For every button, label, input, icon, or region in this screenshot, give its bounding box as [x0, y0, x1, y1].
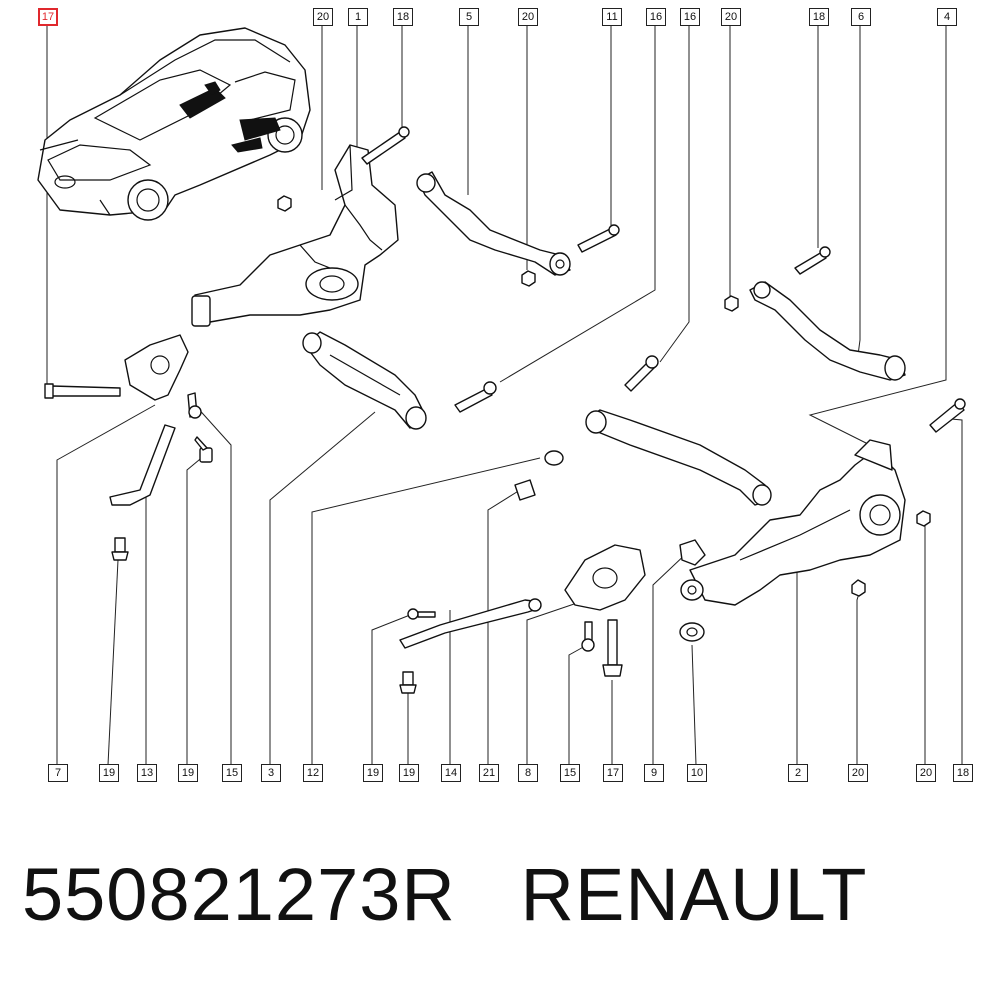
- part-9-bump-stop: [679, 539, 706, 601]
- part-20-nut-upper: [521, 270, 536, 287]
- callout-6: 6: [851, 8, 871, 26]
- part-19-bolt-mid-b: [399, 671, 417, 694]
- leader-lines: [46, 25, 963, 766]
- callout-7: 7: [48, 764, 68, 782]
- callout-19: 19: [363, 764, 383, 782]
- part-20-nut-right: [724, 295, 739, 312]
- callout-20: 20: [916, 764, 936, 782]
- brand-name: RENAULT: [520, 853, 868, 936]
- part-19-bolt-mid-a: [407, 608, 436, 620]
- part-18-bolt-right-lower: [929, 398, 966, 433]
- part-8-bracket: [564, 544, 646, 611]
- part-17-bolt-mid: [602, 619, 623, 677]
- part-5-upper-link: [416, 171, 571, 276]
- part-20-nut-lower-b: [916, 510, 931, 527]
- part-10-washer: [679, 622, 705, 642]
- callout-16: 16: [646, 8, 666, 26]
- part-19-bolt-left-b: [111, 537, 129, 561]
- part-15-bolt-mid: [581, 621, 595, 652]
- callout-13: 13: [137, 764, 157, 782]
- part-3-lateral-arm: [302, 331, 427, 430]
- callout-19: 19: [178, 764, 198, 782]
- part-1-lower-arm-assembly: [191, 144, 399, 327]
- callout-20: 20: [518, 8, 538, 26]
- callout-17: 17: [603, 764, 623, 782]
- part-13-link-rod: [109, 424, 176, 506]
- part-6-upper-arm-right: [749, 281, 906, 381]
- part-17-long-bolt: [44, 383, 121, 399]
- callout-9: 9: [644, 764, 664, 782]
- part-20-nut-lower-a: [851, 579, 866, 597]
- callout-14: 14: [441, 764, 461, 782]
- callout-17-highlighted: 17: [38, 8, 58, 26]
- callout-11: 11: [602, 8, 622, 26]
- part-16-bolt-left: [454, 381, 497, 413]
- callout-8: 8: [518, 764, 538, 782]
- part-16-bolt-right: [624, 355, 659, 392]
- part-2-trailing-arm: [689, 439, 906, 606]
- callout-20: 20: [721, 8, 741, 26]
- callout-20: 20: [848, 764, 868, 782]
- callout-19: 19: [399, 764, 419, 782]
- callout-18: 18: [809, 8, 829, 26]
- callout-12: 12: [303, 764, 323, 782]
- part-11-bolt: [577, 224, 620, 253]
- callout-19: 19: [99, 764, 119, 782]
- callout-15: 15: [560, 764, 580, 782]
- part-14-link-rod: [399, 598, 542, 649]
- part-15-bolt-left: [187, 392, 202, 419]
- callout-15: 15: [222, 764, 242, 782]
- part-4-lateral-arm: [585, 409, 772, 506]
- callout-18: 18: [393, 8, 413, 26]
- part-19-bolt-left-a: [194, 436, 213, 463]
- part-number: 550821273R: [22, 853, 456, 936]
- part-20-nut-left: [277, 195, 292, 212]
- callout-10: 10: [687, 764, 707, 782]
- part-number-caption: 550821273R RENAULT: [22, 852, 867, 937]
- callout-21: 21: [479, 764, 499, 782]
- part-21-bushings: [514, 450, 564, 501]
- callout-4: 4: [937, 8, 957, 26]
- part-18-bolt-right-upper: [794, 246, 831, 275]
- car-locator-illustration: [37, 27, 311, 221]
- callout-1: 1: [348, 8, 368, 26]
- part-7-bracket: [124, 334, 189, 401]
- callout-18: 18: [953, 764, 973, 782]
- part-18-bolt-upper-left: [361, 126, 410, 165]
- callout-3: 3: [261, 764, 281, 782]
- callout-5: 5: [459, 8, 479, 26]
- callout-2: 2: [788, 764, 808, 782]
- callout-20: 20: [313, 8, 333, 26]
- callout-16: 16: [680, 8, 700, 26]
